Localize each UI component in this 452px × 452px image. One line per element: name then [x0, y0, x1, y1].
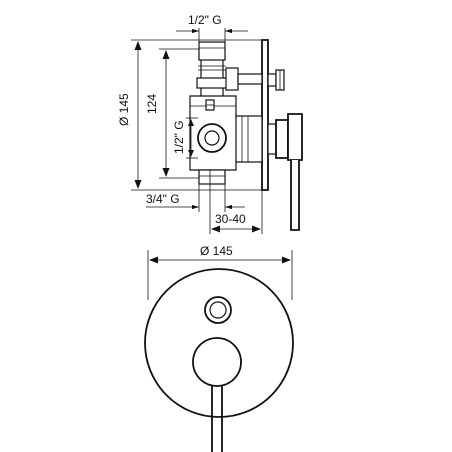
label-top-thread: 1/2" G — [188, 13, 222, 27]
lever-base — [192, 337, 242, 387]
column-collar — [196, 77, 228, 89]
diverter-knob-inner — [209, 301, 227, 319]
front-view: Ø 145 — [144, 244, 294, 452]
dim-top-thread: 1/2" G — [176, 13, 248, 42]
lever-handle — [267, 113, 303, 231]
dim-bottom-thread: 3/4" G — [146, 184, 245, 212]
label-front-diameter: Ø 145 — [200, 244, 233, 258]
dim-depth: 30-40 — [209, 170, 263, 234]
lever-stem — [211, 385, 223, 452]
dim-front-diameter: Ø 145 — [147, 244, 293, 300]
dim-side-diameter: Ø 145 — [117, 39, 262, 191]
label-bottom-thread: 3/4" G — [146, 192, 180, 206]
dim-height: 124 — [145, 48, 199, 179]
top-inlet-stub — [198, 41, 226, 61]
label-side-diameter: Ø 145 — [117, 93, 131, 126]
cartridge-body — [235, 115, 263, 163]
label-side-thread: 1/2" G — [172, 120, 186, 154]
bottom-outlet — [198, 169, 226, 185]
side-inlet-bore — [204, 130, 220, 146]
diverter-spindle — [225, 67, 285, 91]
label-depth: 30-40 — [215, 212, 246, 226]
valve-body — [189, 41, 263, 185]
dim-side-thread: 1/2" G — [172, 117, 198, 159]
side-view: 1/2" G Ø 145 124 1/2" G — [117, 13, 303, 234]
wall-plate — [261, 39, 269, 191]
label-height: 124 — [145, 94, 159, 114]
